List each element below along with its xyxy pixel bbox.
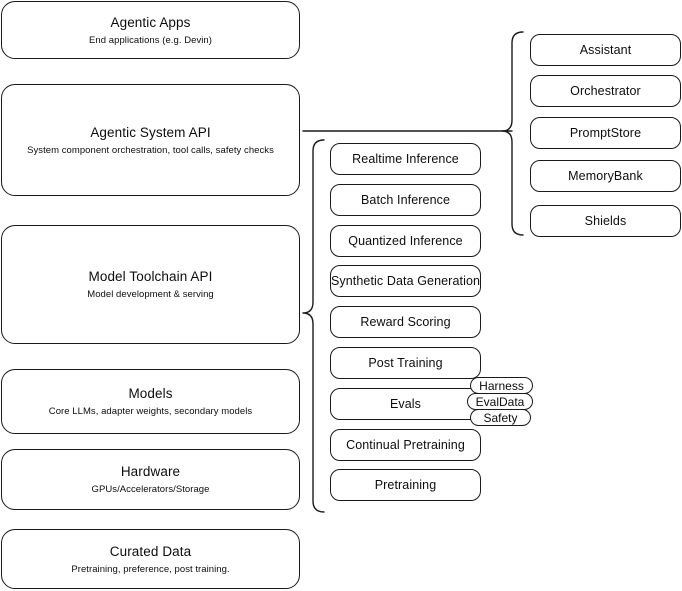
item-label: Shields — [584, 213, 627, 228]
item-label: Orchestrator — [570, 83, 641, 98]
item-label: Continual Pretraining — [346, 437, 465, 452]
brace-agentic-system-components — [501, 31, 524, 236]
layer-curated-data[interactable]: Curated Data Pretraining, preference, po… — [1, 529, 300, 589]
eval-pill-harness[interactable]: Harness — [470, 377, 533, 394]
system-item-shields[interactable]: Shields — [530, 205, 681, 237]
item-label: Realtime Inference — [352, 151, 459, 166]
toolchain-item-pretraining[interactable]: Pretraining — [330, 469, 481, 501]
item-label: Quantized Inference — [348, 233, 463, 248]
item-label: Evals — [389, 396, 422, 411]
layer-agentic-system-api[interactable]: Agentic System API System component orch… — [1, 84, 300, 196]
layer-subtitle: GPUs/Accelerators/Storage — [91, 484, 210, 495]
pill-label: EvalData — [475, 394, 525, 409]
layer-models[interactable]: Models Core LLMs, adapter weights, secon… — [1, 369, 300, 434]
layer-title: Agentic System API — [90, 124, 211, 140]
layer-subtitle: Pretraining, preference, post training. — [71, 563, 230, 575]
system-item-assistant[interactable]: Assistant — [530, 34, 681, 66]
pill-label: Safety — [483, 410, 518, 425]
toolchain-item-continual-pretraining[interactable]: Continual Pretraining — [330, 429, 481, 461]
toolchain-item-quantized-inference[interactable]: Quantized Inference — [330, 225, 481, 257]
item-label: Batch Inference — [360, 192, 451, 207]
item-label: PromptStore — [569, 125, 642, 140]
toolchain-item-reward-scoring[interactable]: Reward Scoring — [330, 306, 481, 338]
eval-pill-safety[interactable]: Safety — [470, 409, 531, 426]
layer-title: Agentic Apps — [110, 14, 191, 30]
toolchain-item-realtime-inference[interactable]: Realtime Inference — [330, 143, 481, 175]
layer-hardware[interactable]: Hardware GPUs/Accelerators/Storage — [1, 449, 300, 510]
layer-title: Hardware — [120, 464, 181, 479]
toolchain-item-synthetic-data-generation[interactable]: Synthetic Data Generation — [330, 265, 481, 297]
layer-title: Model Toolchain API — [88, 269, 213, 284]
layer-subtitle: End applications (e.g. Devin) — [89, 34, 212, 46]
item-label: MemoryBank — [568, 168, 643, 183]
item-label: Pretraining — [374, 477, 437, 492]
eval-pill-evaldata[interactable]: EvalData — [467, 393, 533, 410]
toolchain-item-batch-inference[interactable]: Batch Inference — [330, 184, 481, 216]
item-label: Assistant — [579, 42, 632, 57]
toolchain-item-post-training[interactable]: Post Training — [330, 347, 481, 379]
layer-subtitle: Model development & serving — [87, 289, 214, 300]
pill-label: Harness — [479, 378, 524, 393]
system-item-orchestrator[interactable]: Orchestrator — [530, 75, 681, 107]
toolchain-item-evals[interactable]: Evals — [330, 388, 481, 420]
layer-subtitle: System component orchestration, tool cal… — [27, 144, 274, 156]
layer-title: Curated Data — [109, 543, 192, 559]
layer-model-toolchain-api[interactable]: Model Toolchain API Model development & … — [1, 225, 300, 344]
item-label: Synthetic Data Generation — [330, 273, 481, 288]
layer-subtitle: Core LLMs, adapter weights, secondary mo… — [48, 406, 253, 417]
layer-agentic-apps[interactable]: Agentic Apps End applications (e.g. Devi… — [1, 1, 300, 59]
layer-title: Models — [128, 386, 173, 401]
system-item-promptstore[interactable]: PromptStore — [530, 117, 681, 149]
item-label: Reward Scoring — [360, 314, 451, 329]
item-label: Post Training — [368, 355, 443, 370]
system-item-memorybank[interactable]: MemoryBank — [530, 160, 681, 192]
brace-model-toolchain-components — [302, 139, 325, 513]
